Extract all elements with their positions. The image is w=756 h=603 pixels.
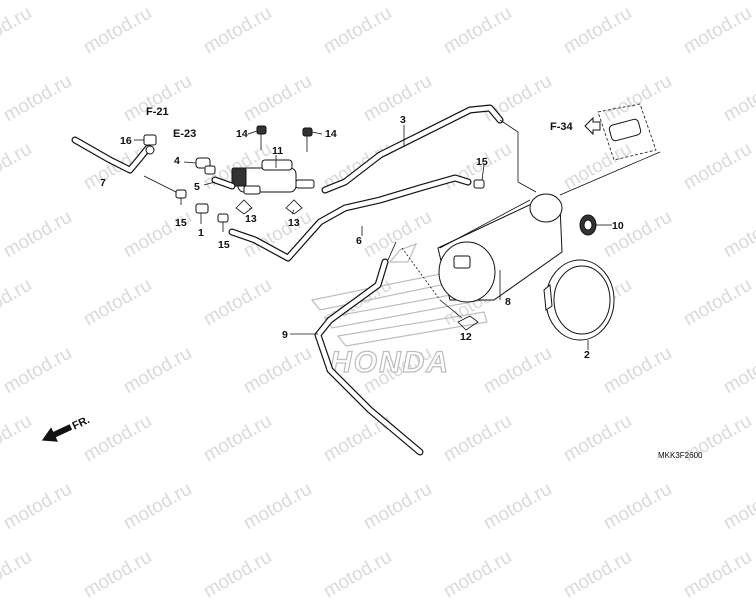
hose-6 (228, 174, 472, 262)
part-number-12: 12 (460, 331, 472, 343)
clamp-15-b (217, 213, 229, 223)
part-number-2: 2 (584, 349, 590, 361)
ref-f21: F-21 (146, 106, 169, 118)
grommet-10 (579, 214, 597, 236)
part-number-8: 8 (505, 296, 511, 308)
part-number-16: 16 (120, 135, 132, 147)
part-number-7: 7 (100, 177, 106, 189)
screw-14-right (302, 127, 313, 152)
part-number-14-left: 14 (236, 128, 248, 140)
clamp-16 (143, 134, 157, 155)
ref-f34: F-34 (550, 121, 574, 133)
part-number-6: 6 (356, 235, 362, 247)
clip-12 (457, 315, 479, 331)
part-number-10: 10 (612, 220, 624, 232)
clamp-15-a (175, 189, 187, 199)
part-number-1: 1 (198, 227, 204, 239)
clip-13-right (285, 199, 303, 215)
hose-3 (321, 104, 504, 194)
band-2 (543, 259, 615, 341)
solenoid-valve-11 (231, 159, 315, 195)
honda-wing-logo: HONDA (310, 242, 488, 380)
part-number-15-right: 15 (476, 156, 488, 168)
joint-1 (195, 203, 209, 214)
part-number-14-right: 14 (325, 128, 337, 140)
ref-e23: E-23 (173, 128, 196, 140)
part-number-11: 11 (272, 145, 283, 157)
part-number-5: 5 (194, 181, 200, 193)
part-number-15-mid: 15 (218, 239, 230, 251)
part-number-15-left: 15 (175, 217, 187, 229)
part-number-13-left: 13 (245, 213, 257, 225)
part-number-3: 3 (400, 114, 406, 126)
part-number-13-right: 13 (288, 217, 300, 229)
front-direction-arrow: FR. (41, 414, 92, 442)
screw-14-left (256, 125, 267, 150)
hose-5 (211, 176, 236, 190)
front-direction-label: FR. (71, 414, 92, 432)
f34-detail (584, 103, 657, 161)
diagram-code: MKK3F2600 (658, 451, 703, 460)
part-number-4: 4 (174, 155, 180, 167)
hose-9 (314, 258, 424, 456)
fitting-4 (195, 157, 216, 175)
part-number-9: 9 (282, 329, 288, 341)
hose-7 (71, 136, 152, 174)
evap-canister-8 (437, 193, 563, 303)
clamp-15-c (473, 179, 485, 189)
leader-lines (134, 119, 661, 350)
clip-13-left (235, 199, 253, 215)
diagram-canvas: HONDA (41, 103, 703, 460)
honda-logo-text: HONDA (330, 346, 450, 379)
